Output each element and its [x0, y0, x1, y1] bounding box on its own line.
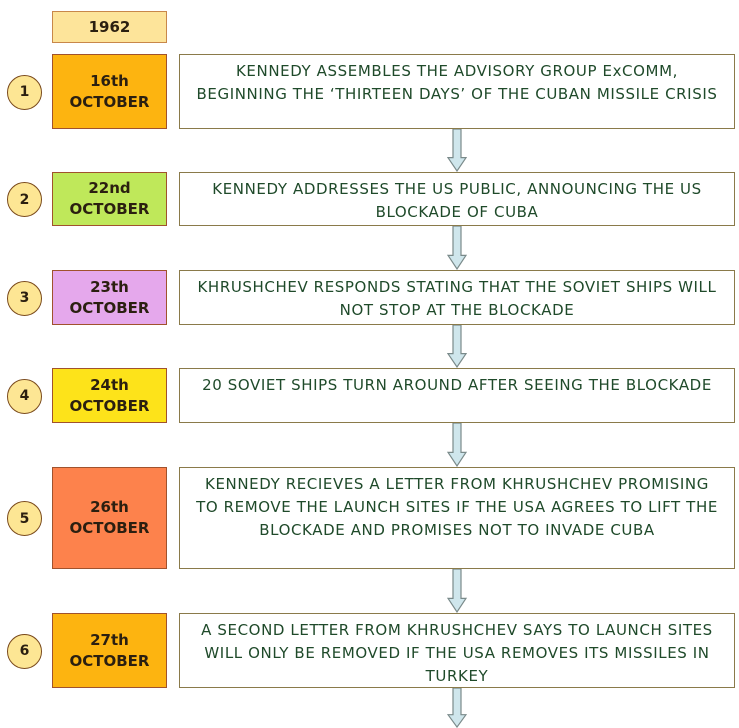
- step-number: 3: [7, 280, 42, 316]
- date-day: 16th: [90, 71, 129, 90]
- date-box: 27th OCTOBER: [52, 613, 167, 688]
- event-description: KENNEDY ADDRESSES THE US PUBLIC, ANNOUNC…: [179, 172, 735, 226]
- event-text: KHRUSHCHEV RESPONDS STATING THAT THE SOV…: [197, 278, 717, 319]
- date-box: 26th OCTOBER: [52, 467, 167, 569]
- event-description: A SECOND LETTER FROM KHRUSHCHEV SAYS TO …: [179, 613, 735, 688]
- down-arrow-icon: [447, 569, 467, 613]
- date-month: OCTOBER: [69, 519, 150, 537]
- step-number: 4: [7, 378, 42, 414]
- event-text: KENNEDY ASSEMBLES THE ADVISORY GROUP ExC…: [196, 62, 718, 103]
- down-arrow-icon: [447, 226, 467, 270]
- date-day: 27th: [90, 630, 129, 649]
- year-label: 1962: [52, 11, 167, 43]
- down-arrow-icon: [447, 325, 467, 368]
- date-day: 24th: [90, 375, 129, 394]
- date-day: 26th: [90, 498, 129, 516]
- event-description: KENNEDY RECIEVES A LETTER FROM KHRUSHCHE…: [179, 467, 735, 569]
- date-box: 23th OCTOBER: [52, 270, 167, 325]
- event-text: 20 SOVIET SHIPS TURN AROUND AFTER SEEING…: [202, 376, 712, 394]
- date-month: OCTOBER: [69, 396, 150, 415]
- event-text: A SECOND LETTER FROM KHRUSHCHEV SAYS TO …: [201, 621, 713, 685]
- date-day: 23th: [90, 277, 129, 296]
- step-number: 1: [7, 74, 42, 110]
- date-month: OCTOBER: [69, 92, 150, 111]
- date-day: 22nd: [88, 179, 131, 197]
- down-arrow-icon: [447, 423, 467, 467]
- step-number: 2: [7, 182, 42, 217]
- event-description: 20 SOVIET SHIPS TURN AROUND AFTER SEEING…: [179, 368, 735, 423]
- down-arrow-icon: [447, 129, 467, 172]
- date-month: OCTOBER: [69, 200, 150, 218]
- date-box: 16th OCTOBER: [52, 54, 167, 129]
- event-description: KHRUSHCHEV RESPONDS STATING THAT THE SOV…: [179, 270, 735, 325]
- event-text: KENNEDY ADDRESSES THE US PUBLIC, ANNOUNC…: [212, 180, 702, 221]
- date-month: OCTOBER: [69, 298, 150, 317]
- date-box: 22nd OCTOBER: [52, 172, 167, 226]
- date-box: 24th OCTOBER: [52, 368, 167, 423]
- date-month: OCTOBER: [69, 651, 150, 670]
- step-number: 5: [7, 501, 42, 536]
- event-description: KENNEDY ASSEMBLES THE ADVISORY GROUP ExC…: [179, 54, 735, 129]
- down-arrow-icon: [447, 688, 467, 728]
- step-number: 6: [7, 633, 42, 669]
- event-text: KENNEDY RECIEVES A LETTER FROM KHRUSHCHE…: [196, 475, 718, 539]
